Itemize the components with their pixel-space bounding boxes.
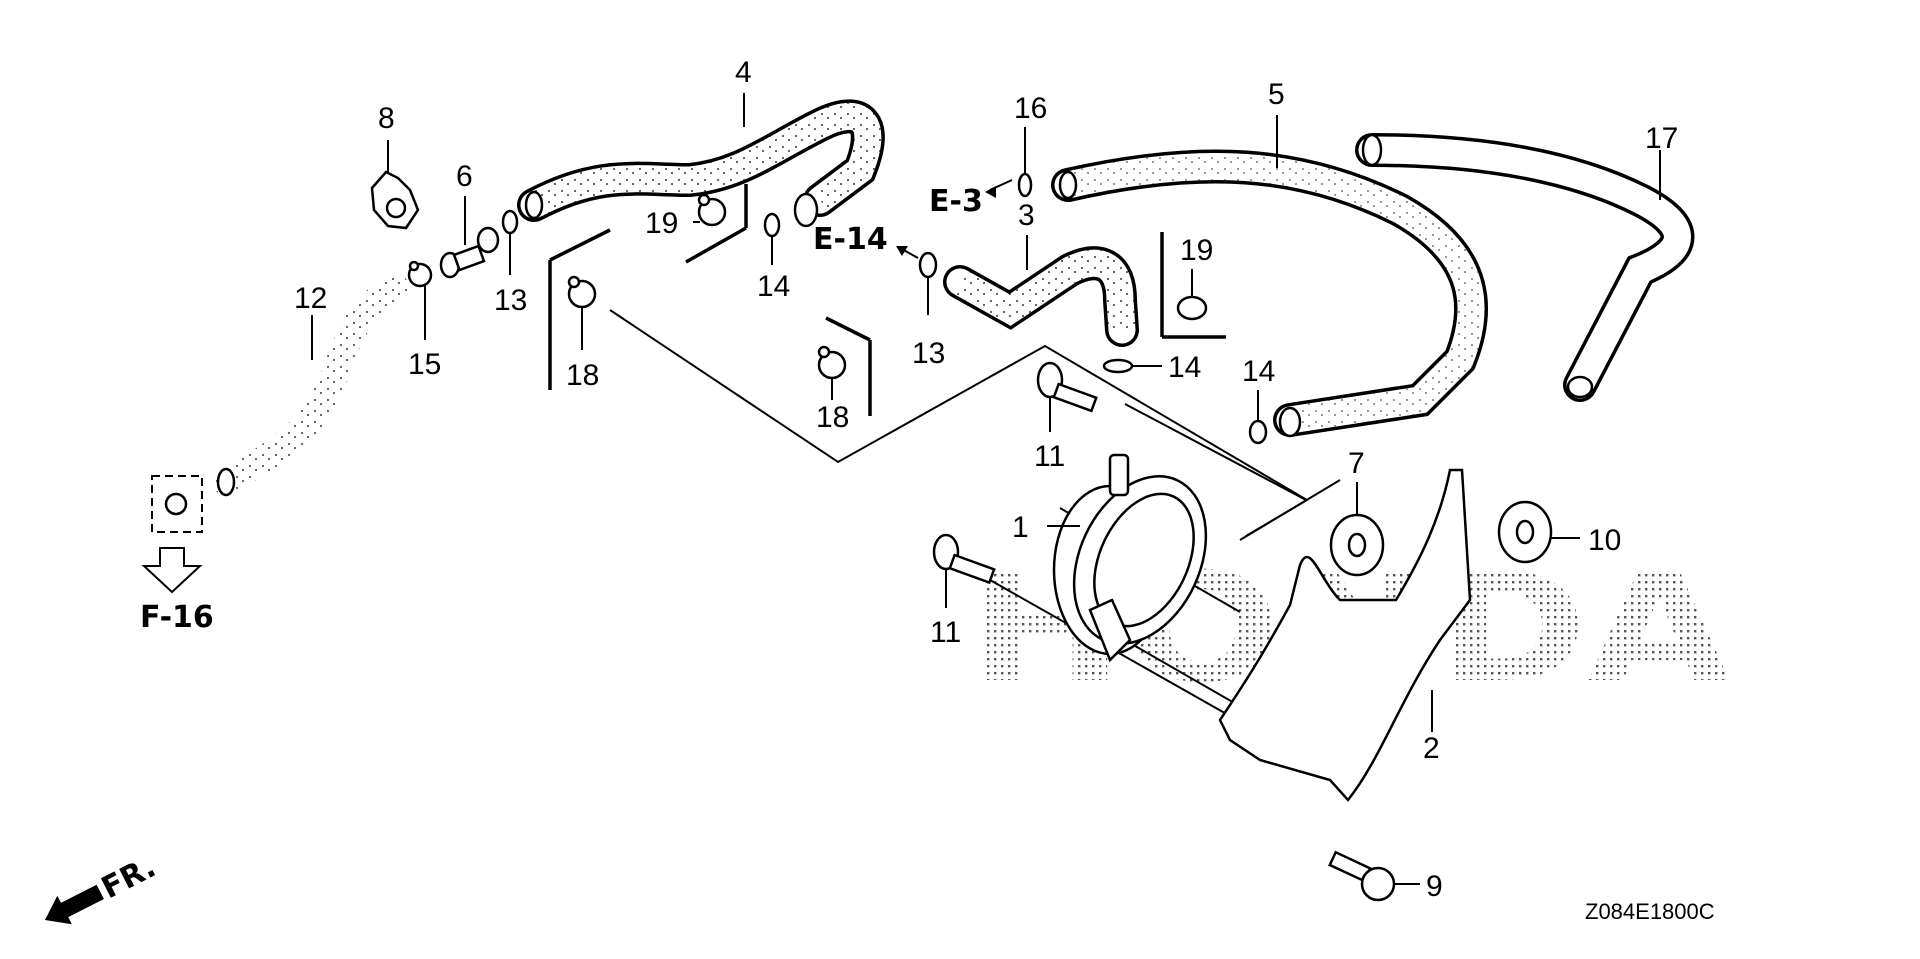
callout-19a: 19 <box>645 207 678 240</box>
drawing-code: Z084E1800C <box>1585 899 1715 924</box>
front-label: FR. <box>96 850 161 906</box>
callout-2: 2 <box>1423 732 1440 765</box>
grommet-10 <box>1497 500 1553 564</box>
callout-3: 3 <box>1018 199 1035 232</box>
clip-19a <box>697 193 727 227</box>
callout-19b: 19 <box>1180 234 1213 267</box>
clip-19b <box>1176 295 1208 321</box>
hose-5 <box>1051 149 1489 438</box>
leader-lines <box>311 93 1661 885</box>
ref-e3[interactable]: E-3 <box>929 184 983 219</box>
callout-16: 16 <box>1014 92 1047 125</box>
small-parts <box>151 170 1553 902</box>
callout-14a: 14 <box>757 270 790 303</box>
callout-7: 7 <box>1348 447 1365 480</box>
callout-13a: 13 <box>494 284 527 317</box>
callout-13b: 13 <box>912 337 945 370</box>
clip-13a <box>501 209 519 235</box>
clip-8 <box>370 170 420 230</box>
callout-15: 15 <box>408 348 441 381</box>
callout-14c: 14 <box>1242 355 1275 388</box>
dashed-clip-ref <box>151 475 203 533</box>
grommet-7 <box>1329 513 1385 577</box>
callout-9: 9 <box>1426 870 1443 903</box>
bolt-9 <box>1328 850 1396 902</box>
bracket-2 <box>1218 468 1472 802</box>
callout-4: 4 <box>735 56 752 89</box>
callout-12: 12 <box>294 282 327 315</box>
joint-6 <box>439 226 500 279</box>
clip-18a <box>567 275 597 309</box>
arrow-down-f16-icon <box>141 547 203 594</box>
callout-5: 5 <box>1268 78 1285 111</box>
callout-11a: 11 <box>1034 440 1065 473</box>
callout-17: 17 <box>1645 122 1678 155</box>
callout-6: 6 <box>456 160 473 193</box>
callout-1: 1 <box>1012 511 1029 544</box>
callout-18a: 18 <box>566 359 599 392</box>
callout-10: 10 <box>1588 524 1621 557</box>
hose-17 <box>1355 133 1695 402</box>
bolt-11b <box>932 533 996 585</box>
callout-11b: 11 <box>930 616 961 649</box>
clip-14b <box>1102 358 1134 374</box>
front-arrow-icon <box>45 884 104 925</box>
hose-3 <box>943 246 1139 347</box>
callout-labels: 8 6 4 5 16 3 17 19 12 15 13 18 19 14 13 … <box>294 56 1678 903</box>
clip-15 <box>407 260 433 288</box>
clip-18b <box>817 345 847 380</box>
arrow-e14-icon <box>896 246 908 256</box>
fuel-pump-1 <box>1052 453 1208 663</box>
callout-14b: 14 <box>1168 351 1201 384</box>
callout-18b: 18 <box>816 401 849 434</box>
hose-12 <box>212 274 410 497</box>
callout-8: 8 <box>378 102 395 135</box>
ref-e14[interactable]: E-14 <box>813 222 888 257</box>
clip-16 <box>1017 172 1033 198</box>
clip-14a <box>763 212 781 238</box>
clip-14c <box>1248 419 1268 445</box>
hose-4 <box>517 99 885 228</box>
reference-arrows <box>141 186 996 594</box>
ref-f16[interactable]: F-16 <box>140 600 214 635</box>
arrow-e3-icon <box>985 186 996 198</box>
clip-13b <box>918 251 938 279</box>
front-direction-indicator: FR. <box>45 850 161 925</box>
